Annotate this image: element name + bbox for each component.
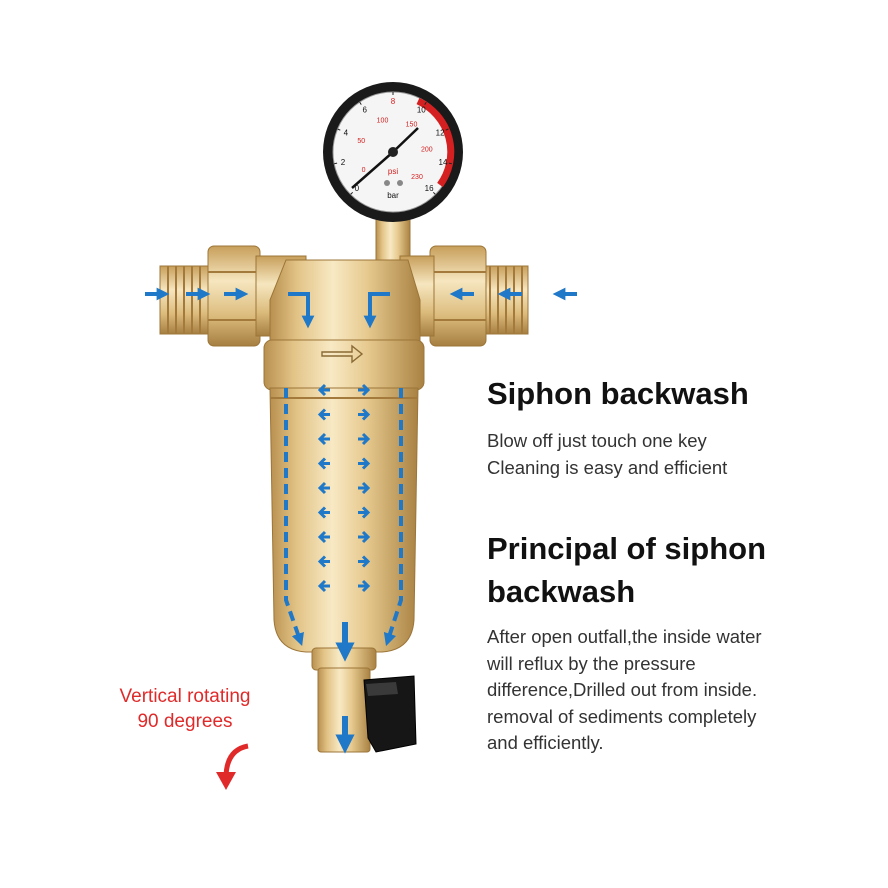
gauge-psi-label: 230 [411,174,423,181]
flow-arrow-icon [317,383,330,397]
gauge-bar-label: 4 [344,129,349,138]
gauge-tick [337,128,341,131]
flow-arrow-icon [317,555,330,568]
gauge-tick [448,162,452,165]
filter-bowl [269,387,419,653]
flow-arrow-icon [317,579,330,593]
siphon-backwash-description: Blow off just touch one key Cleaning is … [487,428,727,481]
flow-arrow-icon [317,432,330,446]
gauge-bar-label: 2 [341,158,346,167]
flow-arrow-icon [317,481,330,495]
filter-head [269,259,421,351]
flow-arrow-icon [284,388,304,647]
flow-arrow-icon [358,506,371,519]
flow-arrow-icon [358,555,371,568]
flow-arrow-icon [358,432,371,446]
gauge-tick [445,128,449,131]
flow-arrow-icon [358,579,371,593]
headline-siphon-backwash: Siphon backwash [487,376,749,411]
flow-arrow-icon [383,388,403,647]
note-line: Vertical rotating [119,686,251,707]
rotation-note: Vertical rotating 90 degrees [100,684,270,734]
headline-line: backwash [487,574,636,609]
flow-arrow-icon [317,530,330,544]
inner-flow-arrows [317,383,371,593]
flow-arrow-icon [358,457,371,470]
gauge-tick [432,191,436,195]
headline-line: Principal of siphon [487,531,767,566]
gauge-bar-label: 10 [417,106,426,115]
flow-arrow-icon [358,481,371,495]
gauge-bar-label: 6 [362,106,367,115]
flow-arrow-icon [317,408,330,421]
gauge-tick [359,101,362,105]
description-line: Blow off just touch one key [487,430,707,451]
description-line: Cleaning is easy and efficient [487,456,728,478]
gauge-tick [424,101,427,105]
flow-arrow-icon [358,383,371,397]
flow-arrow-icon [358,408,371,421]
gauge-psi-label: 100 [377,118,389,125]
gauge-bar-label: 16 [425,184,434,193]
gauge-psi-label: 150 [406,122,418,129]
principal-description: After open outfall,the inside water will… [487,624,762,757]
flow-arrow-icon [288,292,315,329]
gauge-unit-label: bar [387,191,399,200]
gauge-bar-label: 14 [439,158,448,167]
headline-principal: Principal of siphon backwash [487,527,766,613]
gauge-psi-label: 200 [421,146,433,153]
description-line: After open outfall,the inside water [487,626,762,647]
gauge-psi-label: 50 [357,138,365,145]
gauge-unit-label: psi [388,167,398,176]
flow-arrow-icon [317,506,330,519]
gauge-tick [334,162,338,165]
flow-arrow-icon [363,292,390,329]
flow-arrow-icon [317,457,330,470]
note-line: 90 degrees [137,711,233,732]
pressure-gauge: 0 2 4 6 8 10 12 14 16 0 50 100 150 200 230 psi bar [323,82,463,222]
flow-arrows [145,287,577,754]
description-line: removal of sediments completely [487,705,757,727]
gauge-tick [350,191,354,195]
description-line: and efficiently. [487,732,604,753]
gauge-bar-label: 8 [391,97,396,106]
gauge-bar-label: 0 [355,184,360,193]
description-line: will reflux by the pressure [487,652,696,674]
gauge-psi-label: 0 [362,167,366,174]
description-line: difference,Drilled out from inside. [487,679,758,700]
gauge-bar-label: 12 [436,129,445,138]
flow-arrow-icon [358,530,371,544]
